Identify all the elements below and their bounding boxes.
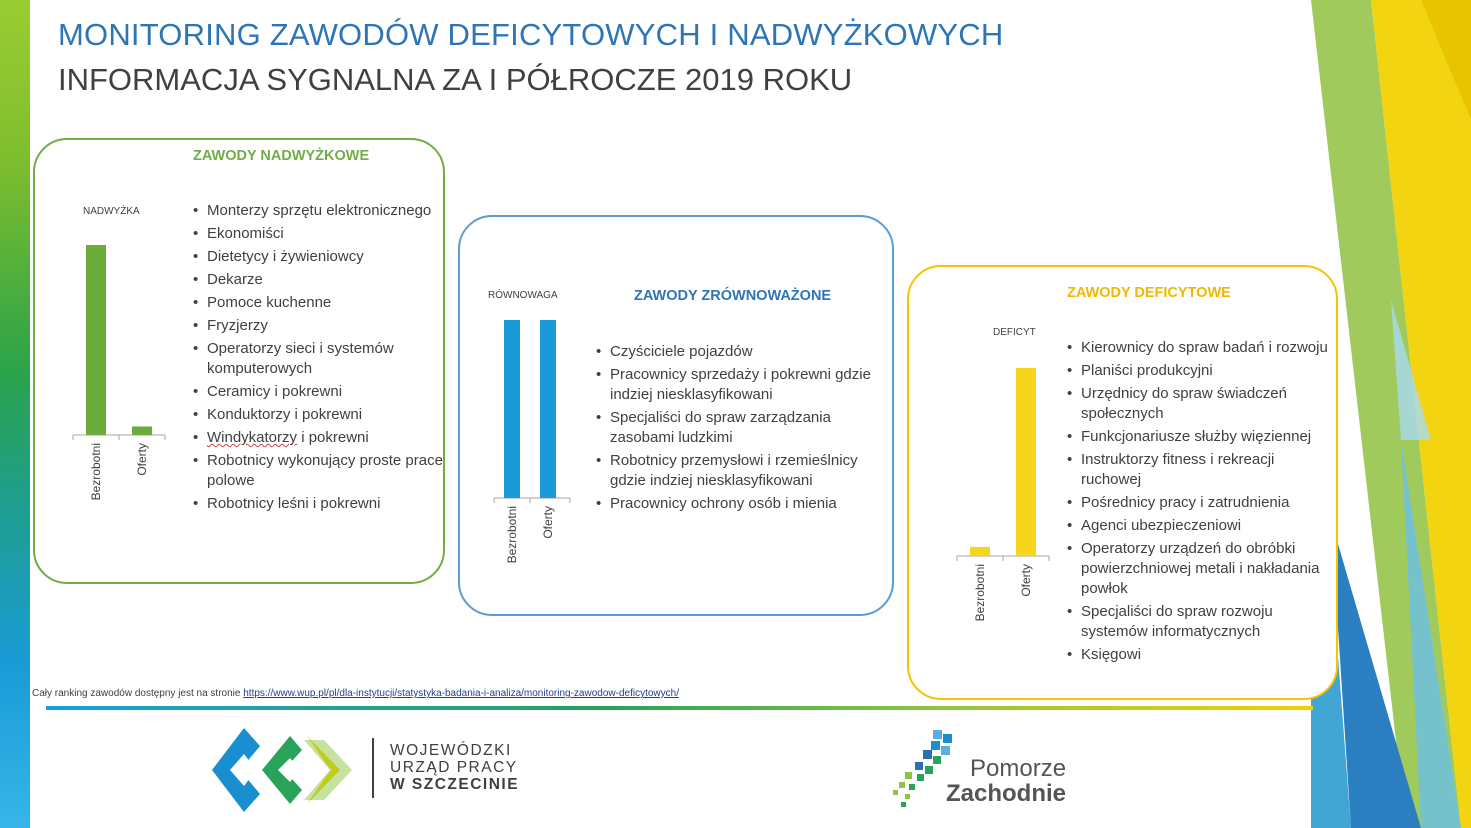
chart-bar xyxy=(970,546,990,556)
deficit-panel-title: ZAWODY DEFICYTOWE xyxy=(1067,285,1231,301)
footer-note: Cały ranking zawodów dostępny jest na st… xyxy=(32,688,679,699)
list-item: Windykatorzy i pokrewni xyxy=(193,428,443,448)
balanced-panel-title: ZAWODY ZRÓWNOWAŻONE xyxy=(634,288,832,304)
chart-bar xyxy=(540,320,556,498)
list-item: Fryzjerzy xyxy=(193,316,443,336)
list-item: Operatorzy sieci i systemów komputerowyc… xyxy=(193,339,443,379)
wup-logo-icon xyxy=(212,728,352,812)
ranking-link[interactable]: https://www.wup.pl/pl/dla-instytucji/sta… xyxy=(243,688,679,699)
pomorze-zachodnie-logo xyxy=(893,728,968,814)
surplus-panel-title: ZAWODY NADWYŻKOWE xyxy=(193,148,370,164)
chart-bar xyxy=(86,245,106,435)
list-item: Agenci ubezpieczeniowi xyxy=(1067,516,1337,536)
list-item: Ceramicy i pokrewni xyxy=(193,382,443,402)
list-item: Specjaliści do spraw zarządzania zasobam… xyxy=(596,408,886,448)
list-item: Robotnicy leśni i pokrewni xyxy=(193,494,443,514)
balanced-chart: RÓWNOWAGA Bezrobotni Oferty xyxy=(474,286,584,566)
wup-name: WOJEWÓDZKI URZĄD PRACY W SZCZECINIE xyxy=(390,742,520,793)
list-item: Robotnicy przemysłowi i rzemieślnicy gdz… xyxy=(596,451,886,491)
list-item: Instruktorzy fitness i rekreacji ruchowe… xyxy=(1067,450,1337,490)
list-item: Księgowi xyxy=(1067,645,1337,665)
list-item: Operatorzy urządzeń do obróbki powierzch… xyxy=(1067,539,1337,599)
deficit-chart: DEFICYT Bezrobotni Oferty xyxy=(956,323,1057,643)
chart-title: RÓWNOWAGA xyxy=(488,288,558,301)
list-item: Kierownicy do spraw badań i rozwoju xyxy=(1067,338,1337,358)
list-item: Czyściciele pojazdów xyxy=(596,342,886,362)
page-title: MONITORING ZAWODÓW DEFICYTOWYCH I NADWYŻ… xyxy=(58,17,1004,52)
tick-label: Bezrobotni xyxy=(89,443,103,500)
zachodnie-text: Zachodnie xyxy=(946,780,1067,807)
tick-label: Oferty xyxy=(135,443,149,476)
chart-title: NADWYŻKA xyxy=(83,204,140,217)
wup-logo xyxy=(212,728,357,816)
surplus-panel: ZAWODY NADWYŻKOWE NADWYŻKA Bezrobotni Ofer… xyxy=(33,138,445,584)
list-item: Robotnicy wykonujący proste prace polowe xyxy=(193,451,443,491)
tick-label: Bezrobotni xyxy=(973,564,987,621)
pomorze-text: Pomorze xyxy=(970,755,1067,782)
list-item: Funkcjonariusze służby więziennej xyxy=(1067,427,1337,447)
surplus-chart: NADWYŻKA Bezrobotni Oferty xyxy=(72,202,166,532)
list-item: Pracownicy ochrony osób i mienia xyxy=(596,494,886,514)
page-subtitle: INFORMACJA SYGNALNA ZA I PÓŁROCZE 2019 R… xyxy=(58,62,853,97)
chart-title: DEFICYT xyxy=(993,327,1036,338)
wup-logo-separator xyxy=(372,738,374,798)
left-decorative-stripe xyxy=(0,0,30,828)
deficit-list: Kierownicy do spraw badań i rozwoju Plan… xyxy=(1067,338,1337,668)
list-item: Dietetycy i żywieniowcy xyxy=(193,247,443,267)
balanced-panel: ZAWODY ZRÓWNOWAŻONE RÓWNOWAGA Bezrobotni O… xyxy=(458,215,894,616)
list-item: Pracownicy sprzedaży i pokrewni gdzie in… xyxy=(596,365,886,405)
tick-label: Oferty xyxy=(541,506,555,539)
list-item: Planiści produkcyjni xyxy=(1067,361,1337,381)
deficit-panel: ZAWODY DEFICYTOWE DEFICYT Bezrobotni Ofert… xyxy=(907,265,1338,700)
list-item: Monterzy sprzętu elektronicznego xyxy=(193,201,443,221)
surplus-list: Monterzy sprzętu elektronicznego Ekonomi… xyxy=(193,201,443,517)
surplus-chart-svg: NADWYŻKA Bezrobotni Oferty xyxy=(72,204,166,500)
deficit-chart-svg: DEFICYT Bezrobotni Oferty xyxy=(956,327,1050,621)
balanced-list: Czyściciele pojazdów Pracownicy sprzedaż… xyxy=(596,342,886,517)
chart-bar xyxy=(132,426,152,435)
chart-bar xyxy=(1016,368,1036,556)
list-item: Pomoce kuchenne xyxy=(193,293,443,313)
list-item: Konduktorzy i pokrewni xyxy=(193,405,443,425)
list-item: Pośrednicy pracy i zatrudnienia xyxy=(1067,493,1337,513)
list-item: Specjaliści do spraw rozwoju systemów in… xyxy=(1067,602,1337,642)
balanced-chart-svg: RÓWNOWAGA Bezrobotni Oferty xyxy=(488,288,571,563)
spellcheck-word: Windykatorzy xyxy=(207,429,298,446)
list-item: Dekarze xyxy=(193,270,443,290)
list-item: Ekonomiści xyxy=(193,224,443,244)
list-item: Urzędnicy do spraw świadczeń społecznych xyxy=(1067,384,1337,424)
tick-label: Bezrobotni xyxy=(505,506,519,563)
pomorze-zachodnie-logo-icon xyxy=(893,730,952,807)
tick-label: Oferty xyxy=(1019,564,1033,597)
chart-bar xyxy=(504,320,520,498)
footer-divider xyxy=(46,706,1313,710)
